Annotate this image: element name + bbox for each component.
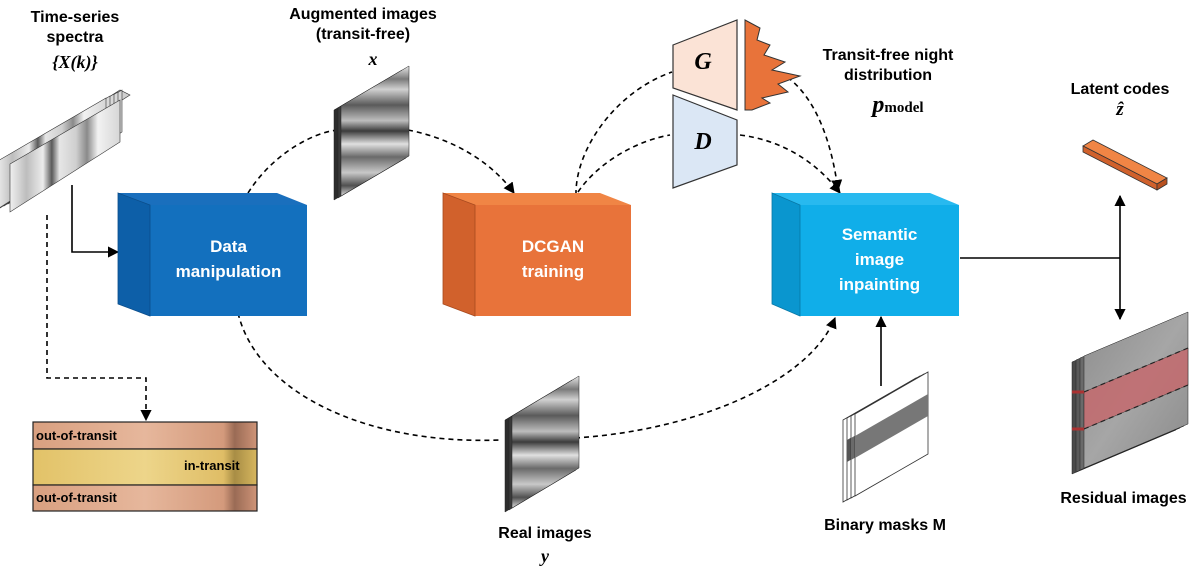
flow-discriminator-to-inpainting <box>739 134 841 194</box>
flow-pmodel-to-inpainting <box>779 71 843 192</box>
flow-data-to-real <box>237 312 501 442</box>
dcgan-text: DCGAN training <box>521 237 585 281</box>
augmented-label: Augmented images (transit-free) <box>289 6 437 43</box>
binary-masks-stack <box>842 371 929 503</box>
flow-spectra-to-data <box>71 185 120 258</box>
real-images-label: Real images <box>498 525 592 542</box>
transit-bands-panel <box>32 421 258 512</box>
flow-dcgan-to-generator <box>575 71 673 196</box>
data-manipulation-text: Data manipulation <box>175 237 282 281</box>
p-model-label: pmodel <box>872 92 924 118</box>
band-top-label: out-of-transit <box>36 428 117 443</box>
inpainting-box <box>771 192 959 317</box>
binary-masks-label: Binary masks M <box>824 517 946 534</box>
data-manipulation-box <box>117 192 307 317</box>
flow-data-to-augmented <box>247 129 341 194</box>
time-series-spectra-stack <box>0 89 131 213</box>
residual-images-label: Residual images <box>1060 490 1187 507</box>
inpainting-text: Semantic image inpainting <box>838 225 921 294</box>
band-bottom-label: out-of-transit <box>36 490 117 505</box>
transit-free-label: Transit-free night distribution <box>822 47 954 84</box>
generator-shape <box>672 19 738 111</box>
discriminator-shape <box>672 94 738 189</box>
flow-spectra-to-bands <box>46 215 152 422</box>
flow-augmented-to-dcgan <box>407 129 515 194</box>
discriminator-label: D <box>694 129 712 155</box>
time-series-symbol: {X(k)} <box>52 52 98 72</box>
dcgan-training-box <box>442 192 631 317</box>
real-images-stack <box>504 375 580 513</box>
distribution-shape <box>744 19 802 111</box>
real-symbol: y <box>541 546 549 566</box>
latent-code-bar <box>1082 139 1168 191</box>
time-series-label: Time-series spectra <box>30 9 120 46</box>
latent-symbol: ẑ <box>1116 99 1124 120</box>
flow-real-to-inpainting <box>574 316 837 439</box>
flow-dcgan-to-discriminator <box>577 134 671 193</box>
augmented-images-stack <box>333 65 410 201</box>
latent-label: Latent codes <box>1070 81 1170 98</box>
augmented-symbol: x <box>368 49 378 69</box>
generator-label: G <box>694 49 712 75</box>
band-middle-label: in-transit <box>184 458 240 473</box>
residual-images-stack <box>1071 311 1189 475</box>
